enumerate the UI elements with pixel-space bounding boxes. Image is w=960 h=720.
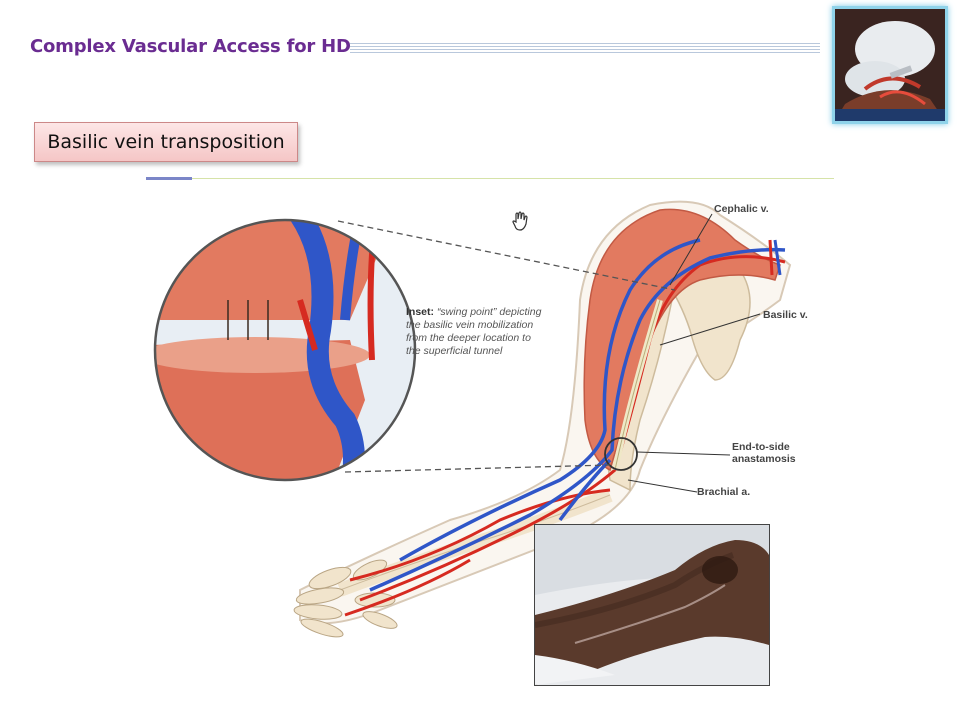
biceps-muscle [583,208,781,472]
subtitle-text: Basilic vein transposition [47,131,285,153]
hand-cursor-icon [512,211,528,231]
subtitle-box: Basilic vein transposition [34,122,298,162]
label-anastomosis: End-to-side anastamosis [732,441,796,465]
surgery-thumbnail [832,6,948,124]
slide-title: Complex Vascular Access for HD [30,36,351,57]
patient-arm-photo [534,524,770,686]
inset-caption-heading: Inset: [406,306,435,318]
inset-caption: Inset: “swing point” depicting the basil… [406,306,546,358]
divider-accent [146,177,192,180]
title-rule [350,43,820,53]
inset-magnifier [155,220,415,480]
label-anastomosis-line2: anastamosis [732,453,796,465]
anastomosis-marker [604,437,638,471]
hand-skeleton [293,559,398,638]
inset-caption-body: “swing point” depicting the basilic vein… [406,306,542,357]
label-basilic: Basilic v. [763,309,808,321]
label-cephalic: Cephalic v. [714,203,769,215]
arm-illustration [153,200,792,638]
label-anastomosis-line1: End-to-side [732,441,790,453]
divider-line [192,178,834,179]
veins [369,238,786,592]
label-brachial: Brachial a. [697,486,751,498]
